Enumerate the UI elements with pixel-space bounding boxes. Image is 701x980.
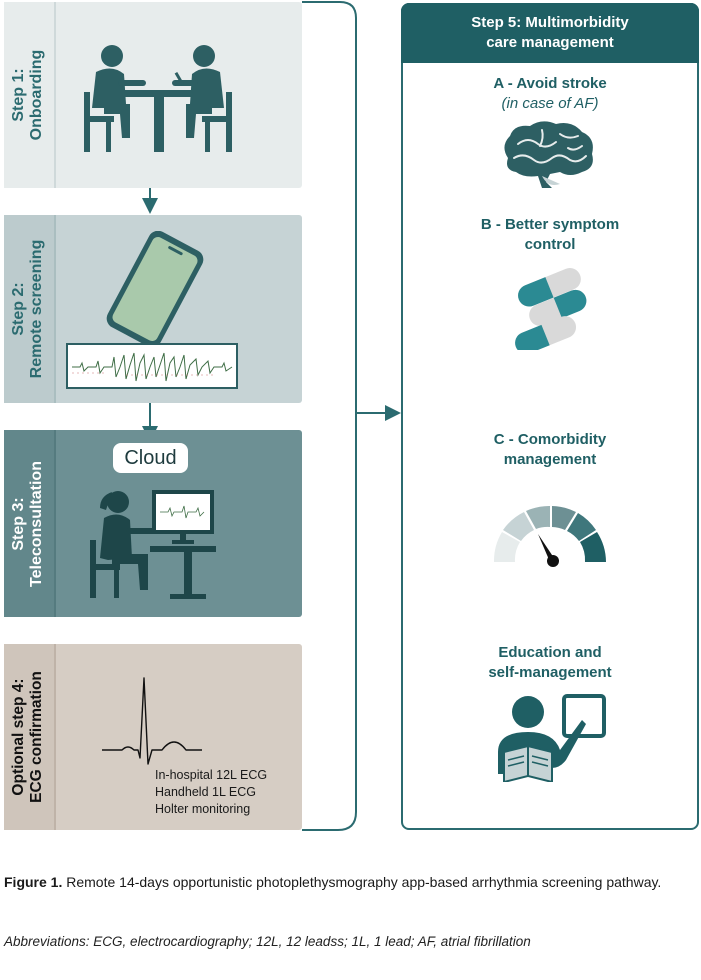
- section-a-subtitle: (in case of AF): [501, 95, 599, 112]
- ecg-methods-list: In-hospital 12L ECG Handheld 1L ECG Holt…: [155, 767, 267, 818]
- step3-tab: Step 3: Teleconsultation: [4, 430, 56, 617]
- section-d-title: Education and self-management: [401, 643, 699, 683]
- bracket-line: [302, 1, 357, 831]
- step1-label-line1: Step 1:: [10, 68, 27, 122]
- ecg-method-item: Handheld 1L ECG: [155, 785, 256, 799]
- step3-label-line1: Step 3:: [10, 496, 27, 551]
- step4-tab: Optional step 4: ECG confirmation: [4, 644, 56, 830]
- step2-tab: Step 2: Remote screening: [4, 215, 56, 403]
- section-d-line1: Education and: [498, 644, 602, 661]
- ecg-method-item: In-hospital 12L ECG: [155, 768, 268, 782]
- cloud-icon: Cloud: [113, 443, 188, 473]
- section-a-heading: A - Avoid stroke: [493, 75, 607, 92]
- section-b-line1: B - Better symptom: [480, 216, 620, 233]
- step2-label-line1: Step 2:: [10, 282, 27, 336]
- person-at-computer-icon: [90, 490, 216, 599]
- ecg-strip-icon: [66, 343, 238, 389]
- step4-label-line2: ECG confirmation: [28, 671, 45, 803]
- figure-label: Figure 1.: [4, 874, 63, 890]
- step1-label-line2: Onboarding: [28, 49, 45, 141]
- step2-label-line2: Remote screening: [28, 239, 45, 379]
- gauge-icon: [493, 505, 606, 567]
- section-d-line2: self-management: [488, 664, 612, 681]
- step4-label-line1: Optional step 4:: [10, 678, 27, 796]
- teacher-board-icon: [498, 694, 606, 782]
- step3-label: Step 3: Teleconsultation: [10, 461, 46, 587]
- section-c-line2: management: [503, 451, 597, 468]
- section-c-line1: C - Comorbidity: [493, 431, 607, 448]
- section-b-title: B - Better symptom control: [401, 215, 699, 255]
- step3-label-line2: Teleconsultation: [28, 460, 45, 587]
- step2-panel: Step 2: Remote screening: [4, 215, 302, 403]
- cloud-label: Cloud: [124, 447, 177, 469]
- step2-label: Step 2: Remote screening: [10, 240, 46, 379]
- section-b-line2: control: [524, 236, 576, 253]
- section-a-title: A - Avoid stroke (in case of AF): [401, 74, 699, 114]
- step5-header-line2: care management: [486, 34, 614, 51]
- figure-caption: Figure 1. Remote 14-days opportunistic p…: [4, 872, 696, 892]
- consultation-table-icon: [84, 45, 232, 152]
- abbreviations-note: Abbreviations: ECG, electrocardiography;…: [4, 934, 531, 949]
- step5-header-line1: Step 5: Multimorbidity: [471, 14, 629, 31]
- step1-label: Step 1: Onboarding: [10, 50, 46, 141]
- pills-icon: [515, 268, 587, 350]
- figure-caption-text: Remote 14-days opportunistic photoplethy…: [62, 874, 662, 890]
- ecg-method-item: Holter monitoring: [155, 802, 251, 816]
- smartphone-icon: [106, 231, 204, 347]
- step1-panel: Step 1: Onboarding: [4, 2, 302, 188]
- ecg-waveform-icon: [102, 677, 202, 765]
- step1-tab: Step 1: Onboarding: [4, 2, 56, 188]
- section-c-title: C - Comorbidity management: [401, 430, 699, 470]
- brain-icon: [504, 121, 593, 188]
- step4-panel: Optional step 4: ECG confirmation: [4, 644, 302, 830]
- step4-label: Optional step 4: ECG confirmation: [10, 671, 46, 803]
- step5-header: Step 5: Multimorbidity care management: [401, 3, 699, 63]
